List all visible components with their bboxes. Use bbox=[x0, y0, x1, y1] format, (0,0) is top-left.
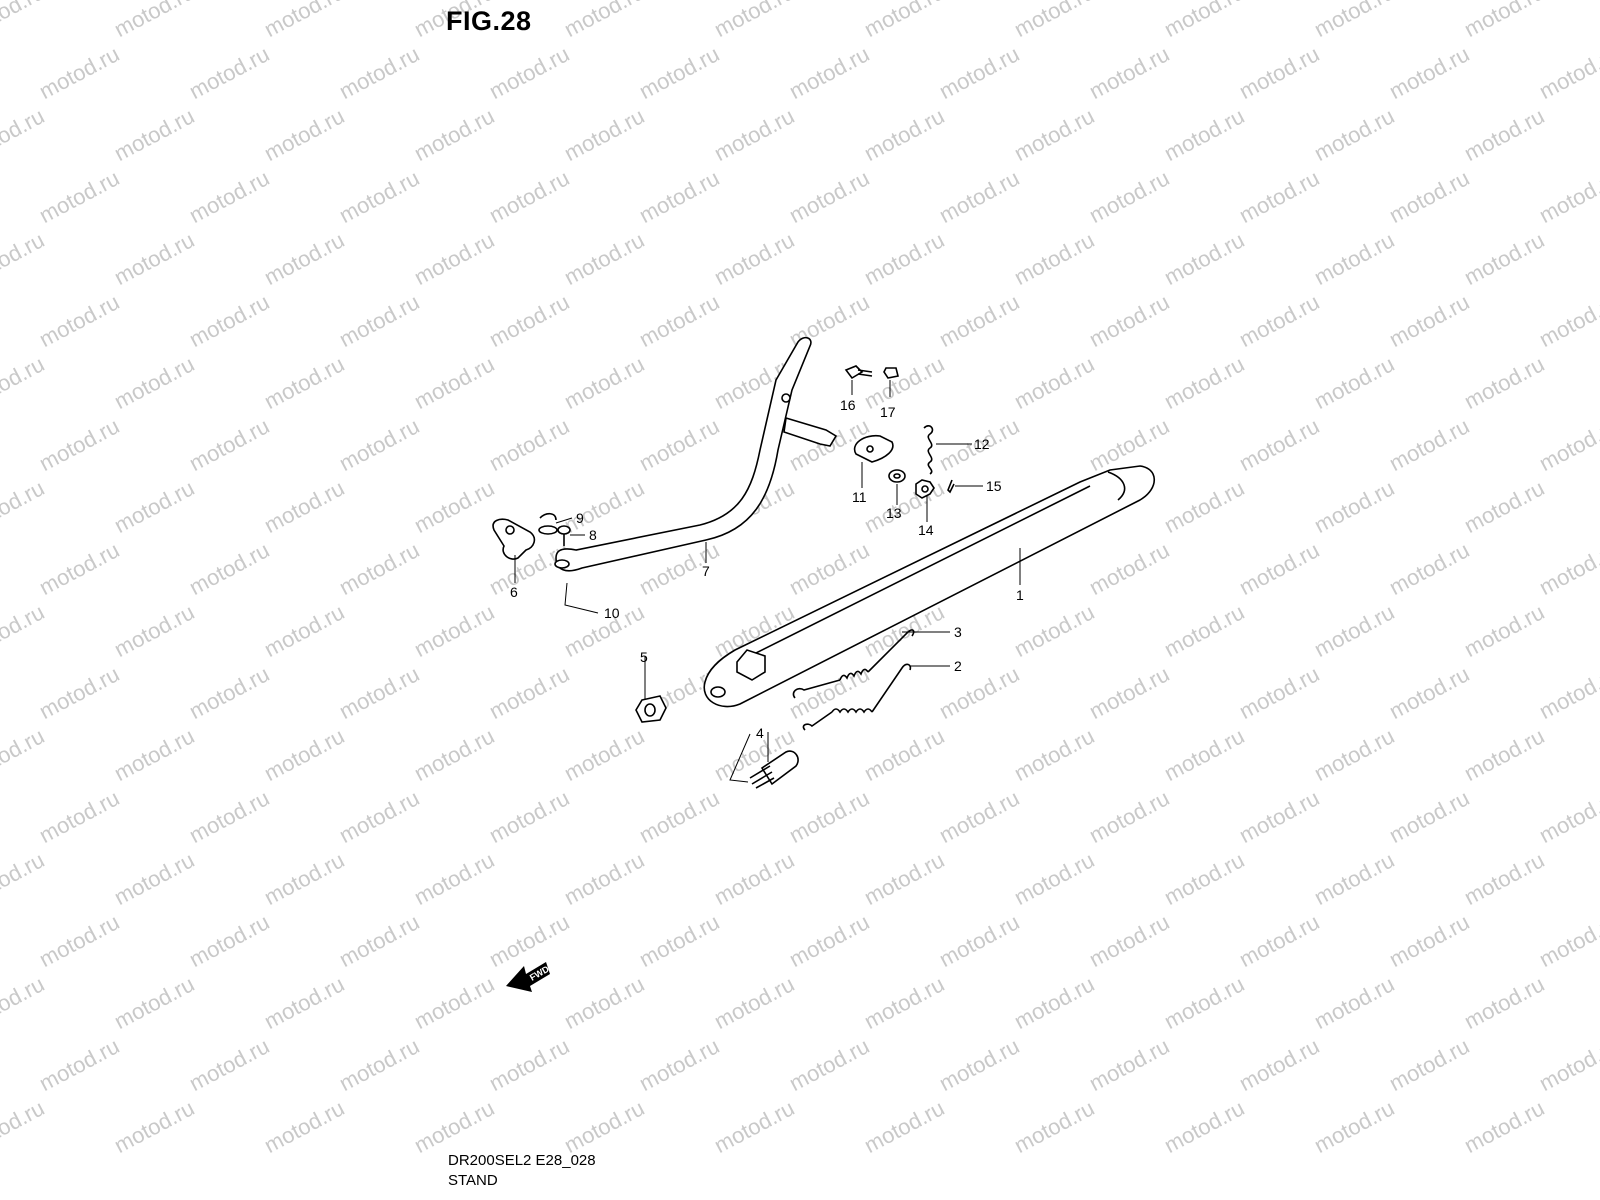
callout-7: 7 bbox=[702, 563, 710, 579]
callout-11: 11 bbox=[852, 489, 867, 505]
callout-labels: 1 2 3 4 5 6 7 8 9 10 11 12 13 14 15 16 1… bbox=[510, 397, 1024, 741]
callout-1: 1 bbox=[1016, 587, 1024, 603]
callout-15: 15 bbox=[986, 478, 1002, 494]
callout-8: 8 bbox=[589, 527, 597, 543]
section-name: STAND bbox=[448, 1172, 498, 1189]
pin-part bbox=[557, 525, 571, 546]
callout-9: 9 bbox=[576, 510, 584, 526]
cotter-pin-part bbox=[947, 479, 955, 494]
side-stand-part bbox=[703, 465, 1156, 708]
bolt-part bbox=[844, 365, 873, 380]
brake-pedal-part bbox=[554, 336, 838, 572]
callout-4: 4 bbox=[756, 725, 764, 741]
callout-17: 17 bbox=[880, 404, 896, 420]
callout-13: 13 bbox=[886, 505, 902, 521]
callout-3: 3 bbox=[954, 624, 962, 640]
figure-title: FIG.28 bbox=[446, 6, 532, 36]
callout-14: 14 bbox=[918, 522, 934, 538]
callout-10: 10 bbox=[604, 605, 620, 621]
plate-part bbox=[853, 434, 894, 463]
nut-part bbox=[635, 695, 667, 723]
callout-2: 2 bbox=[954, 658, 962, 674]
spring-part bbox=[802, 663, 912, 731]
pedal-joint-part bbox=[492, 518, 536, 560]
nut-part bbox=[883, 367, 899, 379]
clip-part bbox=[538, 512, 558, 535]
callout-6: 6 bbox=[510, 584, 518, 600]
model-code: DR200SEL2 E28_028 bbox=[448, 1152, 596, 1169]
star-washer-part bbox=[915, 479, 935, 499]
leader-lines bbox=[514, 380, 1021, 783]
spring-part bbox=[923, 425, 934, 475]
stand-bolt-part bbox=[749, 750, 799, 789]
callout-12: 12 bbox=[974, 436, 990, 452]
callout-16: 16 bbox=[840, 397, 856, 413]
callout-5: 5 bbox=[640, 649, 648, 665]
fwd-arrow-icon: FWD bbox=[506, 962, 551, 992]
washer-part bbox=[888, 469, 906, 483]
